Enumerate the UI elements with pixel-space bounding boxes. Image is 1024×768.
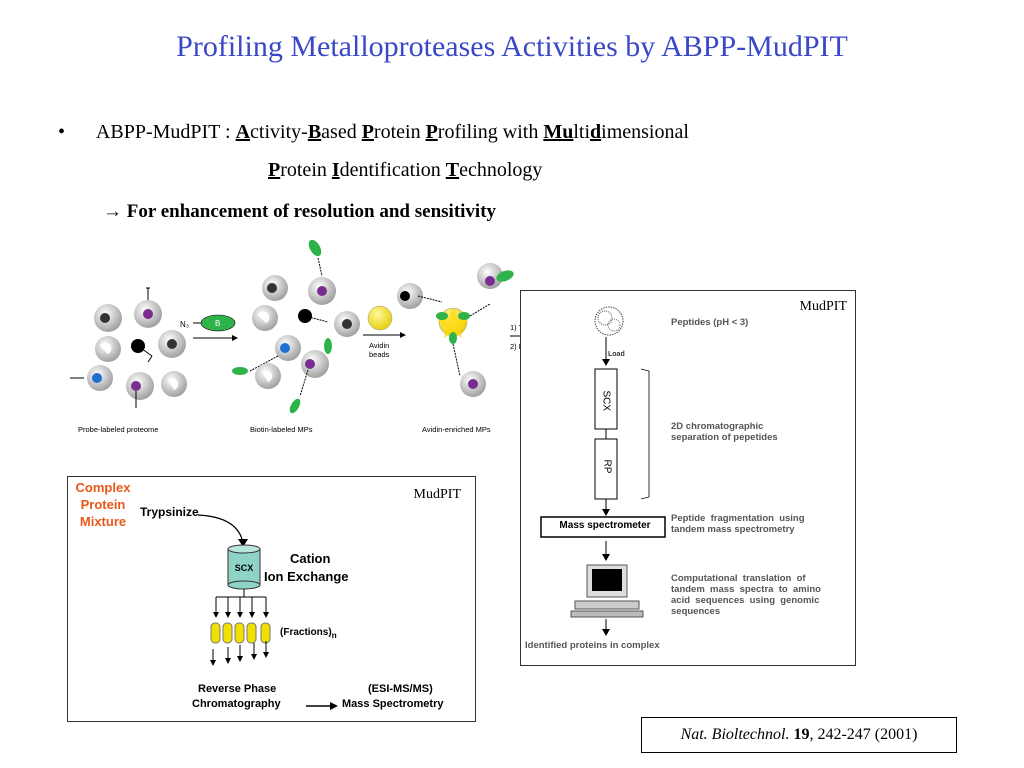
acronym-line-1-segment: P: [361, 121, 374, 143]
acronym-line-2-segment: rotein: [280, 159, 332, 181]
computer-icon: [570, 564, 644, 618]
acronym-expansion-line-2: Protein Identification Technology: [268, 159, 542, 182]
fraction-tubes: [210, 622, 271, 644]
acronym-line-1-segment: B: [307, 121, 322, 143]
mass-spec-box: [540, 516, 666, 538]
biotin-click-arrow: N₃ B: [180, 314, 238, 341]
mass-spectrometry-label: Mass Spectrometry: [342, 698, 444, 710]
scx-label: SCX: [600, 390, 612, 412]
reference-citation: Nat. Bioltechnol. 19, 242-247 (2001): [641, 717, 957, 753]
complex-line-3: Mixture: [79, 514, 127, 529]
acronym-line-1-segment: rofiling with: [437, 121, 544, 143]
esi-msms-label: (ESI-MS/MS): [368, 683, 433, 695]
rp-arrows: [210, 641, 269, 666]
separation-label-2: separation of pepetides: [671, 432, 778, 443]
bullet-prefix: ABPP-MudPIT :: [95, 121, 236, 143]
acronym-line-2-segment: echnology: [459, 159, 543, 181]
complex-line-2: Protein: [80, 497, 126, 512]
fractions-label: (Fractions)n: [280, 627, 337, 640]
acronym-line-2-segment: T: [445, 159, 460, 181]
acronym-expansion-line-1: Activity-Based Protein Profiling with Mu…: [236, 121, 689, 143]
journal-volume: 19: [793, 726, 810, 743]
identified-proteins-label: Identified proteins in complex: [525, 640, 660, 651]
n3-label: N₃: [180, 320, 189, 329]
mudpit-schematic: [197, 514, 338, 710]
computational-label-1: Computational translation of: [671, 573, 806, 584]
acronym-line-1-segment: A: [235, 121, 251, 143]
acronym-line-1-segment: lti: [573, 121, 591, 143]
cation-label: Cation: [290, 551, 331, 566]
journal-pages: , 242-247 (2001): [809, 726, 918, 743]
acronym-line-2-segment: I: [331, 159, 340, 181]
acronym-line-1-segment: imensional: [601, 121, 689, 143]
fraction-arrows: [213, 597, 269, 618]
avidin-label-1: Avidin: [369, 341, 389, 350]
computational-label-4: sequences: [671, 606, 721, 617]
caption-avidin: Avidin-enriched MPs: [422, 425, 491, 434]
journal-name: Nat. Bioltechnol.: [680, 726, 790, 743]
acronym-line-1-segment: P: [425, 121, 438, 143]
ion-exchange-label: Ion Exchange: [264, 569, 349, 584]
scx-label: SCX: [234, 563, 254, 573]
acronym-line-2-segment: P: [268, 159, 281, 181]
caption-probe: Probe-labeled proteome: [78, 425, 158, 434]
reverse-phase-label: Reverse Phase: [198, 683, 276, 695]
complex-line-1: Complex: [75, 480, 131, 495]
abpp-scheme: N₃ B Avidin beads: [70, 239, 564, 434]
bullet-symbol: •: [58, 121, 66, 143]
fractions-text: (Fractions): [280, 627, 332, 638]
right-arrow-icon: →: [103, 201, 122, 222]
probe-labeled-proteome: [70, 287, 187, 408]
chromatography-label: Chromatography: [192, 698, 281, 710]
separation-label-1: 2D chromatographic: [671, 421, 764, 432]
slide-title: Profiling Metalloproteases Activities by…: [176, 30, 848, 63]
rp-label: RP: [601, 459, 613, 474]
biotin-labeled-mps: [232, 239, 360, 414]
trypsinize-label: Trypsinize: [140, 505, 199, 519]
avidin-beads-arrow: Avidin beads: [363, 305, 406, 359]
emphasis-line: → For enhancement of resolution and sens…: [103, 201, 496, 223]
mass-spec-label: Mass spectrometer: [559, 520, 651, 531]
panel-tag: MudPIT: [413, 487, 461, 502]
mudpit-flow-panel: MudPIT Peptides (pH < 3): [520, 290, 856, 666]
computational-label-2: tandem mass spectra to amino: [671, 584, 821, 595]
emphasis-text: For enhancement of resolution and sensit…: [126, 201, 497, 222]
acronym-line-1-segment: rotein: [373, 121, 426, 143]
peptide-cloud-icon: [594, 306, 624, 336]
caption-biotin: Biotin-labeled MPs: [250, 425, 313, 434]
panel-tag: MudPIT: [799, 299, 847, 314]
mudpit-schematic-panel: MudPIT: [67, 476, 476, 722]
b-label: B: [215, 319, 220, 328]
complex-protein-mixture-label: Complex Protein Mixture: [72, 479, 134, 530]
fractions-subscript: n: [331, 630, 337, 640]
avidin-enriched-mps: [397, 263, 514, 397]
acronym-line-1-segment: ased: [321, 121, 362, 143]
fragmentation-label-2: tandem mass spectrometry: [671, 524, 795, 535]
computational-label-3: acid sequences using genomic: [671, 595, 820, 606]
acronym-line-1-segment: Mu: [543, 121, 574, 143]
avidin-label-2: beads: [369, 350, 390, 359]
acronym-line-1-segment: ctivity-: [250, 121, 308, 143]
bullet-line-1: • ABPP-MudPIT : Activity-Based Protein P…: [58, 121, 689, 144]
acronym-line-1-segment: d: [590, 121, 602, 143]
rp-line-1: Reverse Phase: [198, 683, 277, 695]
fragmentation-label-1: Peptide fragmentation using: [671, 513, 805, 524]
load-label: Load: [608, 351, 625, 358]
acronym-line-2-segment: dentification: [339, 159, 446, 181]
mudpit-flow-diagram: [540, 306, 666, 636]
scx-cylinder: [227, 544, 261, 590]
peptides-label: Peptides (pH < 3): [671, 317, 749, 328]
